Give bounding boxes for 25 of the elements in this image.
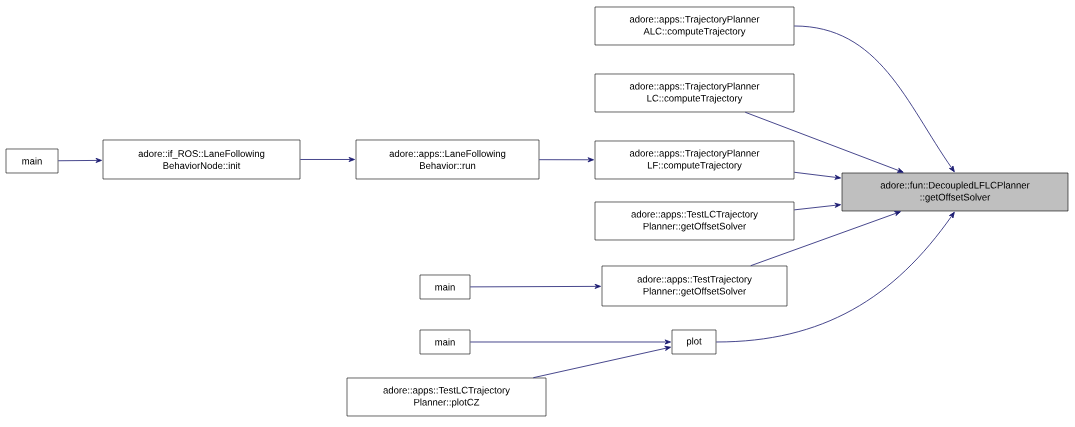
function-box: adore::apps::TestLCTrajectory Planner::getOffsetSolver [594, 201, 795, 241]
arrow [793, 202, 841, 211]
arrow [793, 171, 841, 180]
function-box: adore::if_ROS::LaneFollowing BehaviorNode::init [102, 139, 301, 180]
function-box: adore::apps::TestLCTrajectory Planner::plotCZ [346, 377, 547, 417]
arrow [750, 211, 901, 267]
arrow [469, 339, 671, 345]
function-box: adore::apps::TrajectoryPlanner LF::computeTrajectory [594, 140, 795, 180]
arrow [469, 283, 601, 289]
function-box: adore::apps::TestTrajectory Planner::getOffsetSolver [601, 265, 788, 307]
function-box: plot [671, 329, 717, 355]
arrow [793, 25, 955, 173]
function-box: main [419, 329, 471, 355]
arrow [715, 211, 955, 343]
function-box: main [5, 148, 59, 174]
arrow [532, 345, 671, 379]
function-box: adore::apps::TrajectoryPlanner LC::computeTrajectory [594, 73, 795, 113]
arrow [299, 157, 355, 162]
highlighted-function-box: adore::fun::DecoupledLFLCPlanner ::getOffsetSolver [841, 172, 1069, 212]
arrow [57, 157, 102, 163]
function-box: adore::apps::LaneFollowing Behavior::run [355, 139, 540, 180]
arrow [744, 111, 904, 173]
function-box: adore::apps::TrajectoryPlanner ALC::computeTrajectory [594, 6, 795, 46]
arrow [538, 157, 594, 163]
function-box: main [419, 274, 471, 300]
